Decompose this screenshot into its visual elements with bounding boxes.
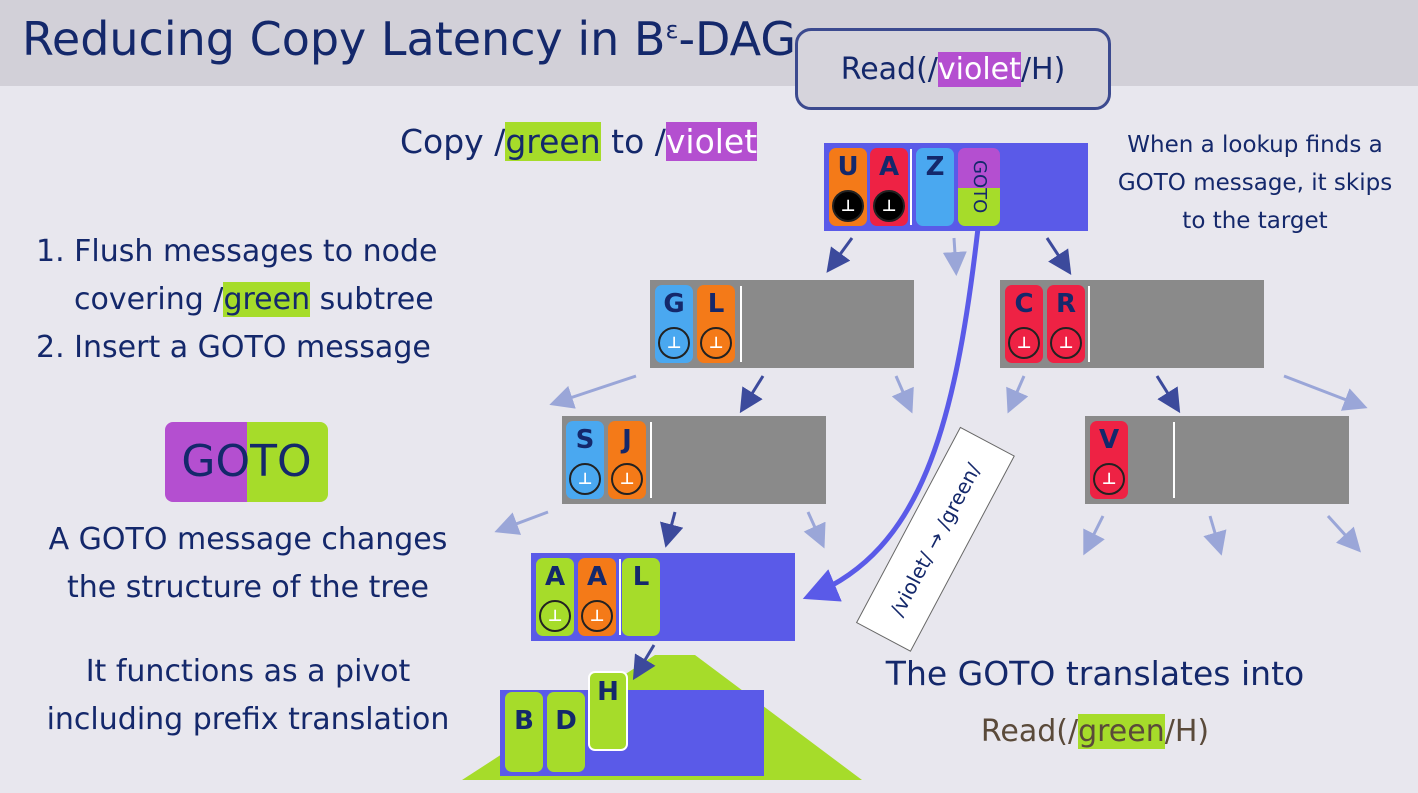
insert-icon: ⊥ bbox=[1050, 327, 1082, 359]
msg-v: V⊥ bbox=[1090, 421, 1128, 499]
insert-icon: ⊥ bbox=[873, 190, 905, 222]
copy-dst-violet: violet bbox=[665, 122, 758, 161]
insert-icon: ⊥ bbox=[1093, 463, 1125, 495]
read-highlight-violet: violet bbox=[937, 51, 1021, 87]
node-aal bbox=[531, 553, 795, 641]
step-1: 1. Flush messages to node bbox=[36, 234, 438, 269]
node-bdh bbox=[500, 690, 764, 776]
msg-a1: A⊥ bbox=[536, 558, 574, 636]
insert-icon: ⊥ bbox=[832, 190, 864, 222]
insert-icon: ⊥ bbox=[1008, 327, 1040, 359]
msg-u: U⊥ bbox=[829, 148, 867, 226]
msg-s: S⊥ bbox=[566, 421, 604, 499]
msg-a2: A⊥ bbox=[578, 558, 616, 636]
insert-icon: ⊥ bbox=[539, 600, 571, 632]
insert-icon: ⊥ bbox=[581, 600, 613, 632]
insert-icon: ⊥ bbox=[611, 463, 643, 495]
goto-skip-arrow bbox=[802, 227, 981, 602]
goto-message: GOTO bbox=[958, 148, 1000, 226]
msg-a: A⊥ bbox=[870, 148, 908, 226]
read-query-box: Read(/violet/H) bbox=[795, 28, 1111, 110]
step-1-cont: covering /green subtree bbox=[74, 282, 434, 317]
title-text: Reducing Copy Latency in B bbox=[22, 12, 666, 66]
msg-l: L⊥ bbox=[697, 285, 735, 363]
msg-d: D bbox=[547, 692, 585, 772]
insert-icon: ⊥ bbox=[569, 463, 601, 495]
conclusion-text: The GOTO translates into bbox=[885, 654, 1305, 693]
title-superscript: ε bbox=[665, 16, 679, 44]
msg-h: H bbox=[588, 671, 628, 751]
steps-list: 1. Flush messages to node covering /gree… bbox=[36, 228, 437, 372]
msg-j: J⊥ bbox=[608, 421, 646, 499]
msg-l2: L bbox=[622, 558, 660, 636]
step-2: 2. Insert a GOTO message bbox=[36, 330, 431, 365]
node-cr bbox=[1000, 280, 1264, 368]
goto-badge: GOTO bbox=[165, 422, 328, 502]
slide-title: Reducing Copy Latency in Bε-DAG bbox=[22, 12, 796, 66]
msg-c: C⊥ bbox=[1005, 285, 1043, 363]
msg-g: G⊥ bbox=[655, 285, 693, 363]
lookup-note: When a lookup finds a GOTO message, it s… bbox=[1117, 132, 1393, 234]
copy-statement: Copy /green to /violet bbox=[400, 122, 758, 161]
title-bar bbox=[0, 0, 1418, 86]
node-gl bbox=[650, 280, 914, 368]
msg-b: B bbox=[505, 692, 543, 772]
insert-icon: ⊥ bbox=[700, 327, 732, 359]
root-node bbox=[824, 143, 1088, 231]
read-result: Read(/green/H) bbox=[980, 714, 1210, 749]
insert-icon: ⊥ bbox=[658, 327, 690, 359]
title-suffix: -DAG bbox=[678, 12, 796, 66]
node-sj bbox=[562, 416, 826, 504]
msg-r: R⊥ bbox=[1047, 285, 1085, 363]
node-v bbox=[1085, 416, 1349, 504]
msg-z: Z bbox=[916, 148, 954, 226]
copy-src-green: green bbox=[505, 122, 601, 161]
